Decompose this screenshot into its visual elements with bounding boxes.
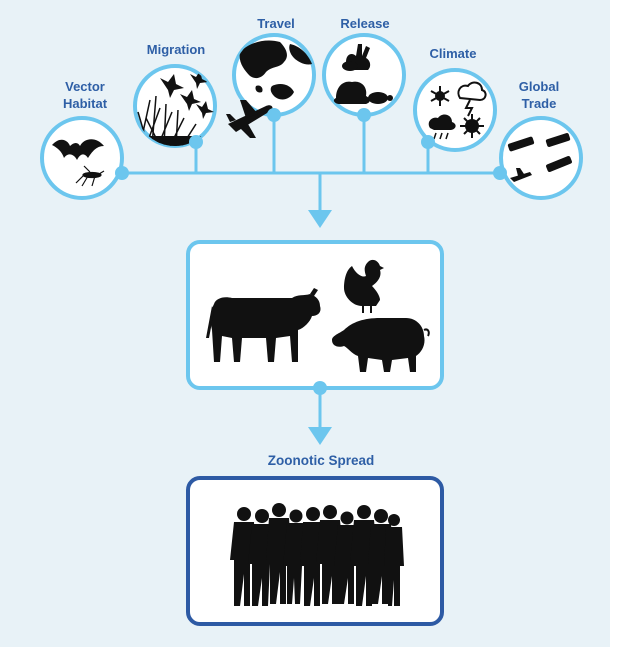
arrow-down-icon bbox=[308, 210, 332, 228]
factor-label-climate: Climate bbox=[429, 46, 477, 61]
truck-icon bbox=[507, 133, 572, 172]
bird-icon bbox=[160, 71, 214, 119]
factor-label-vector-habitat: Vector Habitat bbox=[62, 79, 108, 111]
rabbit-icon bbox=[342, 44, 371, 71]
airplane-icon bbox=[226, 100, 273, 138]
connector-lines bbox=[122, 115, 500, 427]
sun-icon bbox=[460, 114, 484, 138]
pig-icon bbox=[332, 318, 430, 372]
mosquito-icon bbox=[75, 165, 105, 187]
frog-icon bbox=[333, 81, 370, 104]
turtle-icon bbox=[368, 92, 393, 104]
factor-release bbox=[322, 33, 406, 122]
snowflake-icon bbox=[430, 86, 450, 106]
bat-icon bbox=[52, 139, 104, 160]
factor-migration bbox=[133, 64, 217, 149]
storm-icon bbox=[457, 81, 487, 117]
animal-reservoir-box bbox=[186, 240, 444, 395]
chicken-icon bbox=[344, 259, 384, 313]
factor-travel bbox=[226, 33, 316, 138]
factor-label-global-trade: Global Trade bbox=[518, 79, 560, 111]
factor-climate bbox=[413, 68, 497, 152]
cow-icon bbox=[206, 288, 321, 362]
airplane-icon bbox=[510, 168, 532, 182]
rain-cloud-icon bbox=[428, 114, 456, 140]
factor-label-release: Release bbox=[340, 16, 390, 31]
arrow-down-icon bbox=[308, 427, 332, 445]
zoonotic-spread-box bbox=[186, 476, 444, 626]
zoonotic-spread-title: Zoonotic Spread bbox=[267, 453, 375, 468]
globe-icon bbox=[239, 40, 312, 100]
factor-label-migration: Migration bbox=[146, 42, 206, 57]
grass-icon bbox=[137, 95, 197, 146]
factor-vector-habitat bbox=[40, 116, 129, 200]
factor-label-travel: Travel bbox=[257, 16, 295, 31]
factor-global-trade bbox=[493, 116, 583, 200]
people-crowd-icon bbox=[230, 503, 404, 606]
